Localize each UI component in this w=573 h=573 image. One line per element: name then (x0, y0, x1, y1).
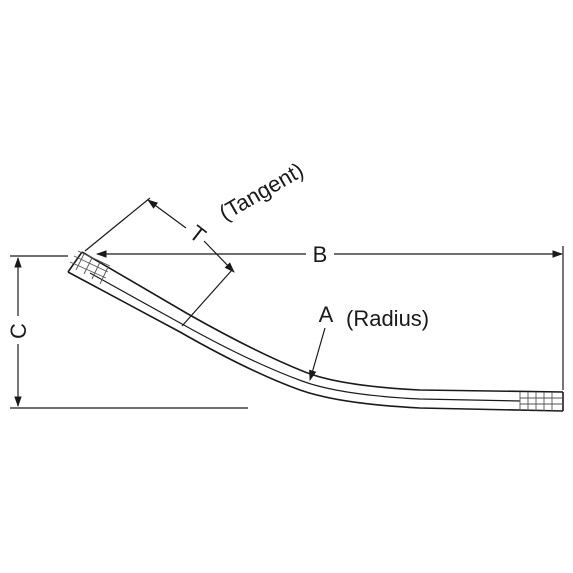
radius-callout: A (Radius) (309, 302, 429, 382)
conduit-pipe (67, 251, 564, 412)
tangent-extension-left (84, 197, 151, 252)
radius-leader-arrow (309, 327, 326, 382)
tangent-arrow-upper (147, 199, 187, 229)
right-thread-hatch (519, 392, 563, 411)
tangent-arrow-lower (203, 240, 235, 273)
pipe-outer-edge (67, 271, 564, 412)
radius-caption: (Radius) (346, 306, 429, 331)
pipe-left-end (67, 251, 83, 273)
c-dimension: C (6, 255, 248, 409)
radius-a-label: A (319, 302, 334, 327)
pipe-center-line (89, 272, 521, 402)
left-thread-hatch (69, 250, 111, 285)
tangent-caption: (Tangent) (215, 157, 308, 225)
c-label: C (6, 323, 31, 339)
pipe-inner-edge (81, 251, 564, 393)
tangent-extension-right (181, 269, 233, 327)
b-dimension: B (95, 242, 564, 390)
tangent-dimension: T (Tangent) (84, 157, 308, 327)
b-label: B (313, 242, 328, 267)
